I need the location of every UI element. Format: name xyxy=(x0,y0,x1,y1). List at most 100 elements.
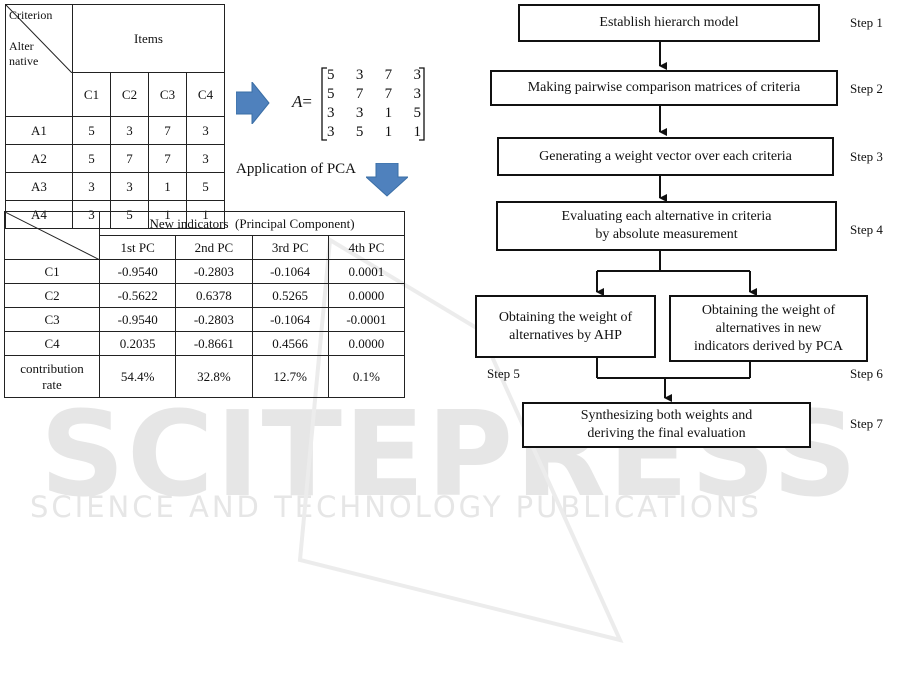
matrix-cell: 1 xyxy=(413,124,421,140)
step6-text-line2: alternatives in new xyxy=(715,320,822,336)
column-header: C3 xyxy=(148,72,187,117)
matrix-row: 3 3 1 5 xyxy=(327,104,421,123)
column-header: 3rd PC xyxy=(251,235,329,260)
principal-component-table: New indicators (Principal Component) 1st… xyxy=(3,211,406,398)
cell: 5 xyxy=(72,144,111,173)
contribution-label: contribution rate xyxy=(3,355,101,398)
step5-text-line1: Obtaining the weight of xyxy=(498,309,633,325)
alternative-label-2: native xyxy=(9,54,39,68)
matrix-cell: 3 xyxy=(327,105,335,121)
table-row: C4 0.2035 -0.8661 0.4566 0.0000 xyxy=(3,331,406,356)
down-arrow-icon xyxy=(366,163,408,197)
cell: -0.8661 xyxy=(175,331,253,356)
cell: 0.4566 xyxy=(251,331,329,356)
matrix-cell: 3 xyxy=(355,105,364,121)
table-row: A1 5 3 7 3 xyxy=(5,116,225,145)
matrix-cell: 3 xyxy=(327,124,335,140)
step1-text: Establish hierarch model xyxy=(599,15,739,30)
step5-label: Step 5 xyxy=(487,366,520,381)
matrix-cell: 5 xyxy=(413,105,421,121)
matrix-name: A xyxy=(292,92,303,111)
step7-box: Synthesizing both weights and deriving t… xyxy=(522,402,811,448)
cell: -0.9540 xyxy=(99,307,177,332)
step5-text-line2: alternatives by AHP xyxy=(509,327,622,343)
right-arrow-icon xyxy=(236,82,270,124)
table1-corner-cell: Criterion Alter native xyxy=(5,4,73,117)
matrix-cell: 5 xyxy=(327,86,335,102)
row-label: C2 xyxy=(3,283,101,308)
cell: 54.4% xyxy=(99,355,177,398)
cell: 0.6378 xyxy=(175,283,253,308)
table-row: A3 3 3 1 5 xyxy=(5,172,225,201)
column-header: 2nd PC xyxy=(175,235,253,260)
matrix-brackets xyxy=(321,67,425,141)
items-header: Items xyxy=(72,4,225,73)
matrix-cell: 5 xyxy=(355,124,364,140)
contribution-label-line1: contribution xyxy=(20,360,84,376)
step7-text-line1: Synthesizing both weights and xyxy=(580,408,753,423)
step1-box: Establish hierarch model xyxy=(518,4,820,42)
cell: -0.1064 xyxy=(251,307,329,332)
contribution-label-line2: rate xyxy=(42,376,62,392)
step6-label: Step 6 xyxy=(850,366,883,381)
cell: 5 xyxy=(186,172,225,201)
corner-diagonal xyxy=(6,5,72,73)
criterion-label: Criterion xyxy=(9,8,53,22)
column-header: 1st PC xyxy=(99,235,177,260)
pca-label: Application of PCA xyxy=(236,161,356,177)
table2-corner-cell xyxy=(3,211,101,260)
step7-label: Step 7 xyxy=(850,416,883,431)
cell: -0.2803 xyxy=(175,259,253,284)
cell: 0.2035 xyxy=(99,331,177,356)
cell: 12.7% xyxy=(251,355,329,398)
matrix-row: 3 5 1 1 xyxy=(327,123,421,142)
step2-label: Step 2 xyxy=(850,81,883,96)
matrix-cell: 3 xyxy=(413,67,421,83)
cell: 0.0000 xyxy=(327,283,406,308)
cell: 0.0001 xyxy=(327,259,406,284)
step6-text-line3: indicators derived by PCA xyxy=(694,338,843,354)
cell: 0.5265 xyxy=(251,283,329,308)
step3-box: Generating a weight vector over each cri… xyxy=(497,137,834,176)
cell: -0.5622 xyxy=(99,283,177,308)
table-row: contribution rate 54.4% 32.8% 12.7% 0.1% xyxy=(3,355,406,398)
cell: -0.1064 xyxy=(251,259,329,284)
cell: 0.1% xyxy=(327,355,406,398)
step2-box: Making pairwise comparison matrices of c… xyxy=(490,70,838,106)
cell: 0.0000 xyxy=(327,331,406,356)
alternative-label-1: Alter xyxy=(9,39,34,53)
watermark-sub: SCIENCE AND TECHNOLOGY PUBLICATIONS xyxy=(30,490,762,524)
cell: -0.0001 xyxy=(327,307,406,332)
step6-box: Obtaining the weight of alternatives in … xyxy=(669,295,868,362)
table-row: C2 -0.5622 0.6378 0.5265 0.0000 xyxy=(3,283,406,308)
cell: 3 xyxy=(186,144,225,173)
row-label: C1 xyxy=(3,259,101,284)
matrix-cell: 7 xyxy=(384,67,393,83)
step3-label: Step 3 xyxy=(850,149,883,164)
step5-box: Obtaining the weight of alternatives by … xyxy=(475,295,656,358)
step6-text-line1: Obtaining the weight of xyxy=(701,302,836,318)
matrix-cell: 1 xyxy=(384,105,393,121)
column-header: C4 xyxy=(186,72,225,117)
step7-text-line2: deriving the final evaluation xyxy=(587,426,746,441)
corner-diagonal xyxy=(5,212,100,260)
cell: 32.8% xyxy=(175,355,253,398)
matrix-equals: = xyxy=(302,92,312,111)
matrix-cell: 3 xyxy=(355,67,364,83)
step3-text: Generating a weight vector over each cri… xyxy=(539,148,792,164)
new-indicators-header: New indicators (Principal Component) xyxy=(99,211,405,236)
matrix-cell: 1 xyxy=(384,124,393,140)
matrix-cell: 7 xyxy=(355,86,364,102)
matrix-label: A= xyxy=(292,92,312,112)
matrix-cell: 3 xyxy=(413,86,421,102)
step2-text: Making pairwise comparison matrices of c… xyxy=(527,80,801,95)
step4-box: Evaluating each alternative in criteria … xyxy=(496,201,837,251)
step4-text-line1: Evaluating each alternative in criteria xyxy=(561,209,772,224)
cell: 3 xyxy=(110,116,149,145)
cell: -0.9540 xyxy=(99,259,177,284)
